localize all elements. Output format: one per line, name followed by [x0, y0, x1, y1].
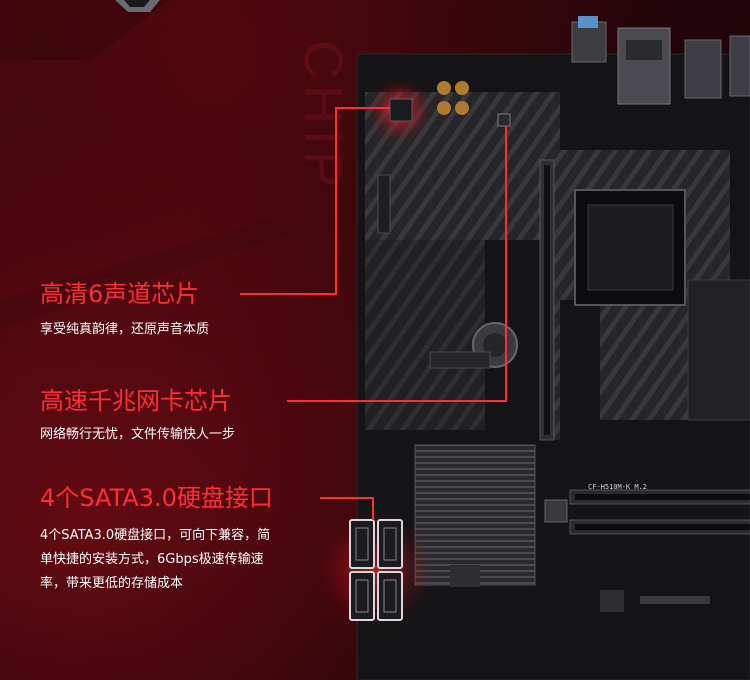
feature-desc-sata-line-3: 率，带来更低的存储成本 [40, 576, 184, 591]
motherboard-pcb: CF-H510M-K M.2 [356, 16, 750, 680]
sata-ports [349, 519, 403, 621]
feature-title-lan: 高速千兆网卡芯片 [40, 387, 232, 415]
audio-chip [389, 98, 413, 122]
feature-desc-audio: 享受纯真韵律，还原声音本质 [40, 322, 210, 337]
background-streaks [0, 0, 310, 330]
brand-logo-fragment [115, 0, 160, 12]
feature-title-audio: 高清6声道芯片 [40, 280, 200, 308]
chip-watermark: CHIP [293, 40, 353, 194]
feature-desc-sata-line-1: 4个SATA3.0硬盘接口，可向下兼容，简 [40, 528, 271, 543]
lan-chip [497, 113, 511, 127]
feature-title-sata: 4个SATA3.0硬盘接口 [40, 484, 273, 512]
callout-lines [240, 107, 507, 520]
feature-desc-sata-line-2: 单快捷的安装方式，6Gbps极速传输速 [40, 552, 264, 567]
feature-desc-lan: 网络畅行无忧，文件传输快人一步 [40, 427, 236, 442]
board-model-label: CF-H510M-K M.2 [588, 483, 647, 491]
